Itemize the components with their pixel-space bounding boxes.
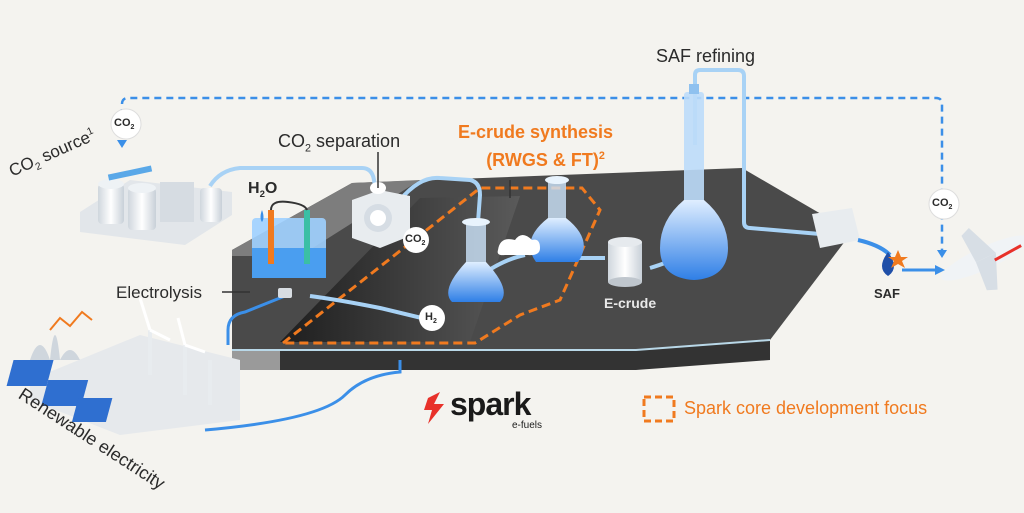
spark-logo: spark	[450, 386, 531, 422]
arrow-icon	[117, 140, 127, 148]
co2-pipe	[208, 166, 378, 196]
power-line	[204, 360, 402, 432]
spark-logo-icon	[424, 392, 444, 424]
ecrude-label: E-crude	[604, 295, 657, 311]
arrow-icon	[937, 250, 947, 258]
star-icon	[888, 250, 908, 268]
legend-label: Spark core development focus	[684, 398, 928, 418]
saf-label: SAF	[874, 286, 900, 301]
co2-separation-label: CO2 separation	[278, 131, 401, 155]
co2-badge-top-right: CO2	[932, 197, 953, 212]
electrolysis-label: Electrolysis	[116, 283, 202, 302]
ecrude-barrel	[608, 237, 642, 287]
legend-swatch	[642, 395, 676, 423]
electrolyser	[252, 200, 326, 298]
h2-badge: H2	[425, 311, 437, 326]
renewable-farm	[6, 297, 240, 435]
fuel-nozzle	[812, 208, 894, 276]
saf-refining-column	[660, 84, 728, 280]
ecrude-synthesis-line2: (RWGS & FT)2	[486, 150, 605, 170]
ecrude-synthesis-line1: E-crude synthesis	[458, 122, 614, 142]
co2-badge-bg	[403, 227, 429, 253]
platform-dark-section	[280, 196, 520, 342]
h2o-label: H2O	[248, 180, 278, 201]
airplane-icon	[941, 228, 1024, 291]
co2-badge-top-left: CO2	[114, 117, 135, 132]
h2-badge-bg	[419, 305, 445, 331]
saf-refining-label: SAF refining	[656, 46, 756, 66]
co2-source-facility	[80, 165, 232, 245]
ft-reactor	[530, 176, 584, 262]
co2-badge-bg	[110, 108, 142, 140]
co2-badge-bg	[928, 188, 960, 220]
gas-cloud	[497, 235, 540, 256]
platform-front-light	[232, 350, 280, 370]
rwgs-reactor	[448, 218, 504, 302]
brand-name: spark	[450, 386, 531, 422]
brand-tagline: e-fuels	[512, 420, 543, 431]
focus-region	[278, 186, 602, 345]
saf-pipe	[693, 68, 821, 236]
ecrude-synthesis-label: E-crude synthesis (RWGS & FT)2	[458, 120, 613, 172]
co2-badge-tank: CO2	[405, 233, 426, 248]
platform-front	[232, 340, 770, 370]
co2-recycle-loop	[120, 96, 944, 250]
